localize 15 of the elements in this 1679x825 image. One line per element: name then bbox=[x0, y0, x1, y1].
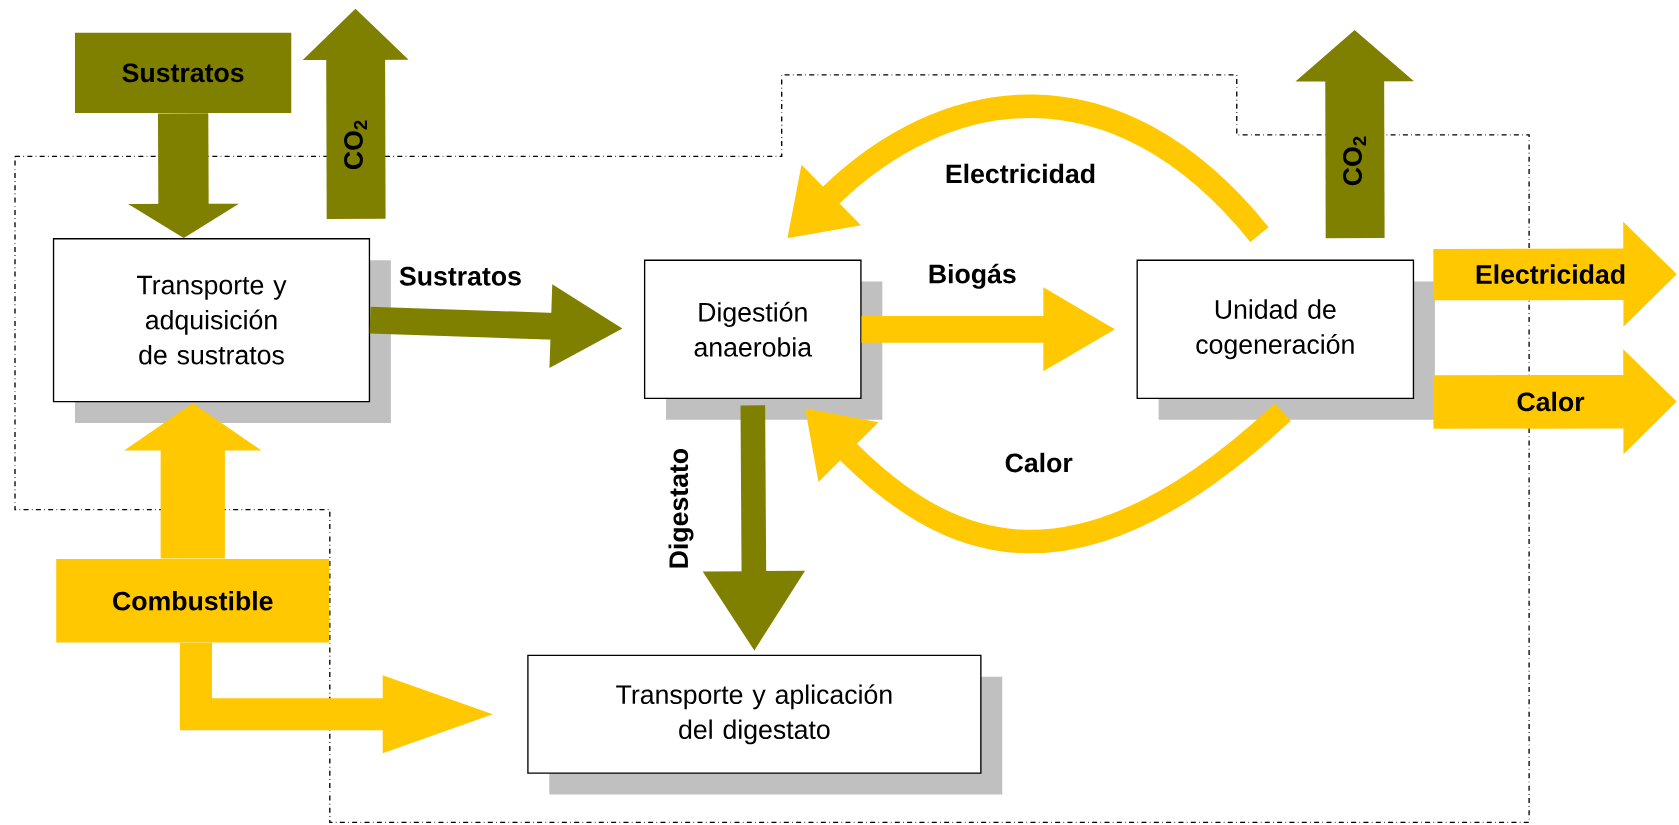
process-box: Digestión anaerobia bbox=[643, 259, 883, 420]
process-box: Transporte y adquisición de sustratos bbox=[52, 238, 391, 424]
edge-label: Sustratos bbox=[397, 265, 524, 288]
edge-label: Biogás bbox=[926, 262, 1019, 291]
input-band: Combustible bbox=[56, 559, 330, 643]
input-box: Sustratos bbox=[74, 32, 292, 114]
edge-label: Electricidad bbox=[943, 162, 1098, 186]
process-box: Transporte y aplicación del digestato bbox=[527, 654, 1003, 795]
edge-label: Calor bbox=[1514, 390, 1587, 414]
edge-label: Calor bbox=[1002, 451, 1075, 475]
edge-label: Electricidad bbox=[1473, 262, 1628, 286]
edge-label: CO$_{2}$ bbox=[342, 117, 369, 173]
process-box: Unidad de cogeneración bbox=[1136, 259, 1435, 420]
edge-label: CO$_{2}$ bbox=[1341, 133, 1368, 189]
edge-label: Digestato bbox=[666, 446, 696, 572]
